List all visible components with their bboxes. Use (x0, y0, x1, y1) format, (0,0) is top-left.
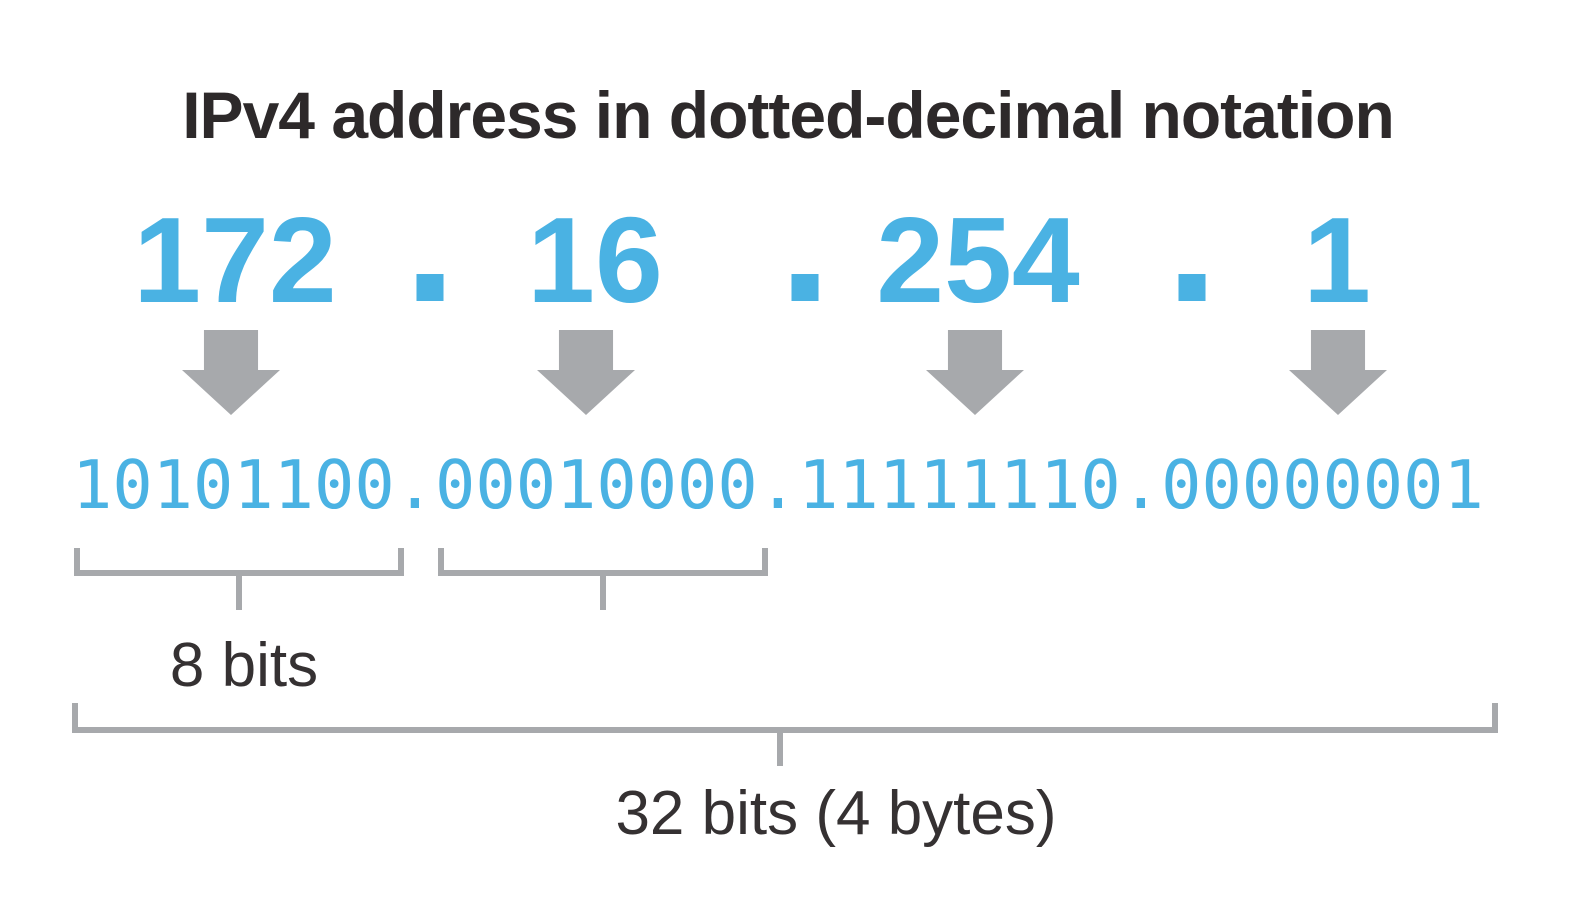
bracket-center-tick (236, 570, 242, 610)
bracket-center-tick (600, 570, 606, 610)
octet-bits-label: 8 bits (169, 631, 319, 700)
decimal-separator-dot-2 (791, 274, 819, 301)
bracket-center-tick (777, 727, 783, 766)
binary-address: 10101100.00010000.11111110.00000001 (72, 446, 1484, 524)
bracket-end-tick (398, 548, 404, 576)
down-arrow-icon-2 (537, 330, 635, 415)
bracket-end-tick (1492, 703, 1498, 733)
down-arrow-icon-1 (182, 330, 280, 415)
decimal-octet-1: 172 (133, 192, 337, 328)
bracket-end-tick (74, 548, 80, 576)
decimal-separator-dot-1 (416, 274, 444, 301)
bracket-end-tick (438, 548, 444, 576)
decimal-octet-3: 254 (876, 192, 1080, 328)
bracket-end-tick (762, 548, 768, 576)
total-bits-label: 32 bits (4 bytes) (615, 779, 1057, 848)
down-arrow-icon-3 (926, 330, 1024, 415)
bracket-end-tick (72, 703, 78, 733)
decimal-octet-2: 16 (527, 192, 663, 328)
diagram-title: IPv4 address in dotted-decimal notation (182, 78, 1395, 152)
bracket-bar (72, 727, 1498, 733)
decimal-separator-dot-3 (1178, 274, 1206, 301)
decimal-octet-4: 1 (1303, 192, 1371, 328)
down-arrow-icon-4 (1289, 330, 1387, 415)
